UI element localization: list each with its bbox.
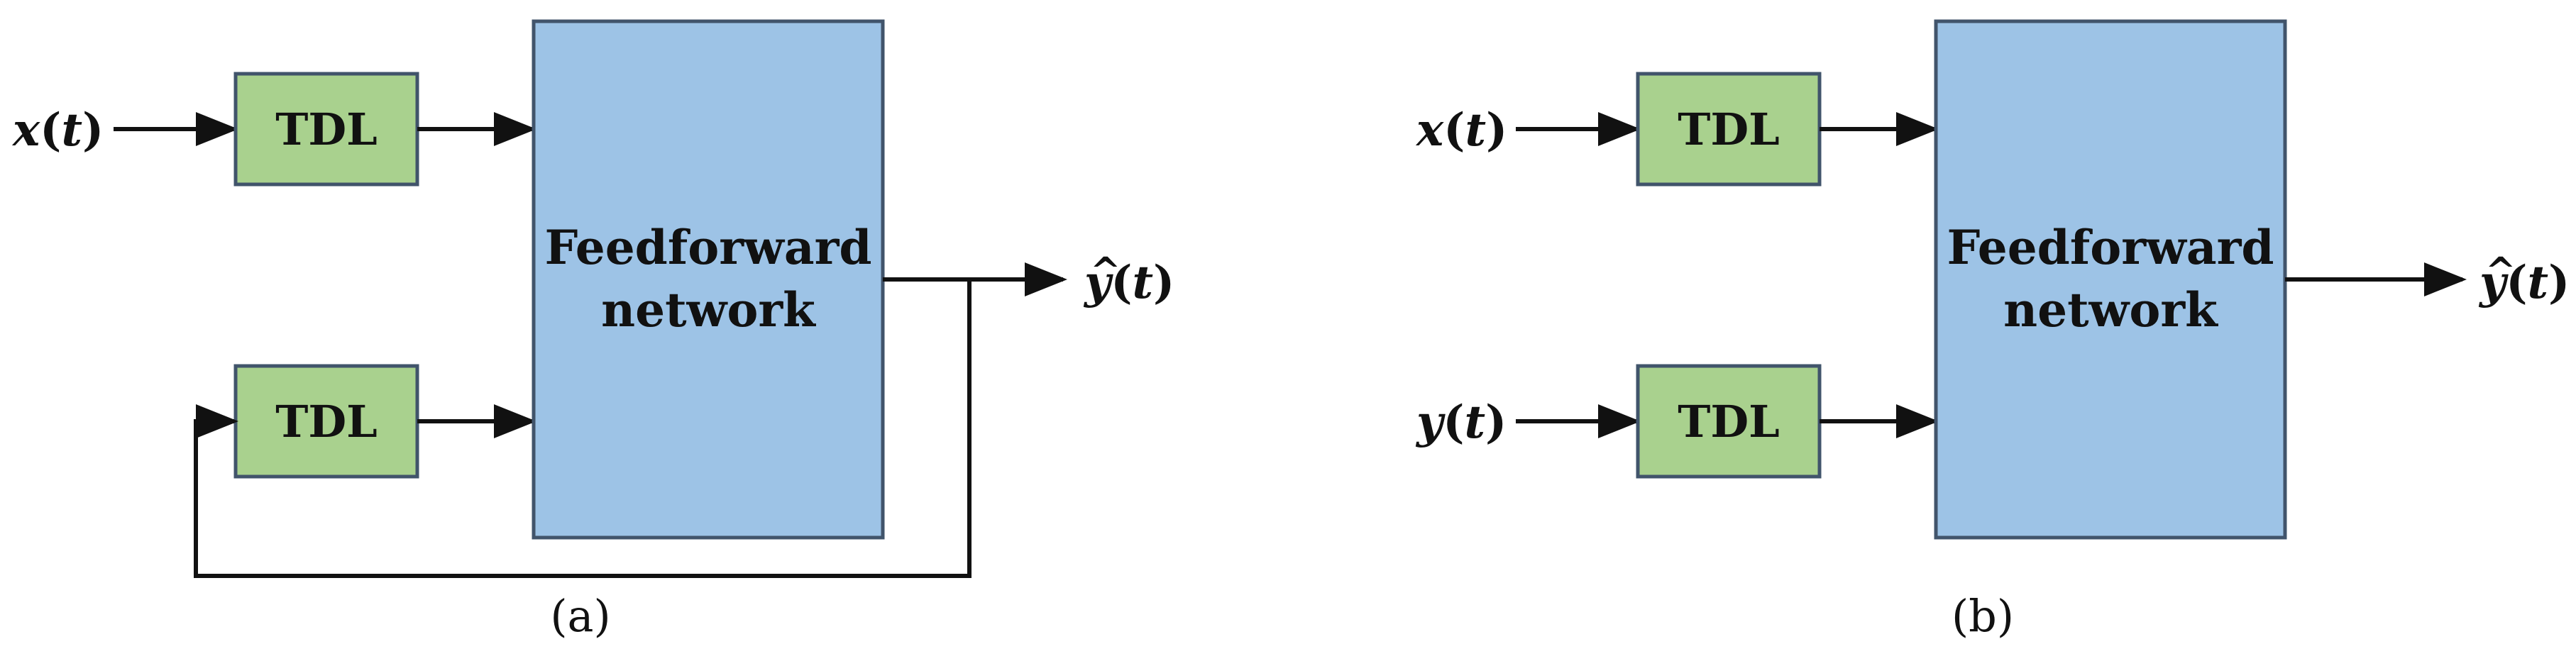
- panel-a-network-label-line1: Feedforward: [544, 220, 871, 275]
- panel-a-tdl-bottom-box: [233, 364, 419, 479]
- panel-b-input-label: x(t): [1415, 104, 1507, 157]
- panel-a-caption: (a): [550, 590, 610, 642]
- panel-a-input-label: x(t): [11, 104, 104, 157]
- panel-b-output-label: y(t) ^: [2478, 250, 2570, 309]
- panel-b-tdl-bottom-label: TDL: [1678, 396, 1780, 448]
- svg-text:y(t): y(t): [1083, 256, 1174, 309]
- panel-b-network-box: [1934, 19, 2287, 540]
- panel-b-network-label-line2: network: [2003, 282, 2218, 338]
- svg-text:y(t): y(t): [2478, 256, 2570, 309]
- panel-a-network-label-line2: network: [601, 282, 816, 338]
- panel-b: x(t) TDL y(t) TDL Feedforward network y(…: [1415, 19, 2570, 642]
- panel-a-tdl-bottom-label: TDL: [275, 396, 378, 448]
- panel-a-output-label: y(t) ^: [1083, 250, 1174, 309]
- svg-text:^: ^: [2485, 250, 2516, 293]
- panel-b-tdl-top-label: TDL: [1678, 104, 1780, 155]
- svg-text:^: ^: [1090, 250, 1121, 293]
- panel-a-network-box: [532, 19, 885, 540]
- panel-b-caption: (b): [1952, 590, 2014, 642]
- panel-a-feedback-loop: [194, 279, 971, 578]
- panel-a-tdl-top-label: TDL: [275, 104, 378, 155]
- panel-a: x(t) TDL TDL Feedforward network y(t) ^: [11, 19, 1174, 642]
- panel-b-network-label-line1: Feedforward: [1947, 220, 2274, 275]
- panel-b-feedback-input-label: y(t): [1415, 396, 1507, 449]
